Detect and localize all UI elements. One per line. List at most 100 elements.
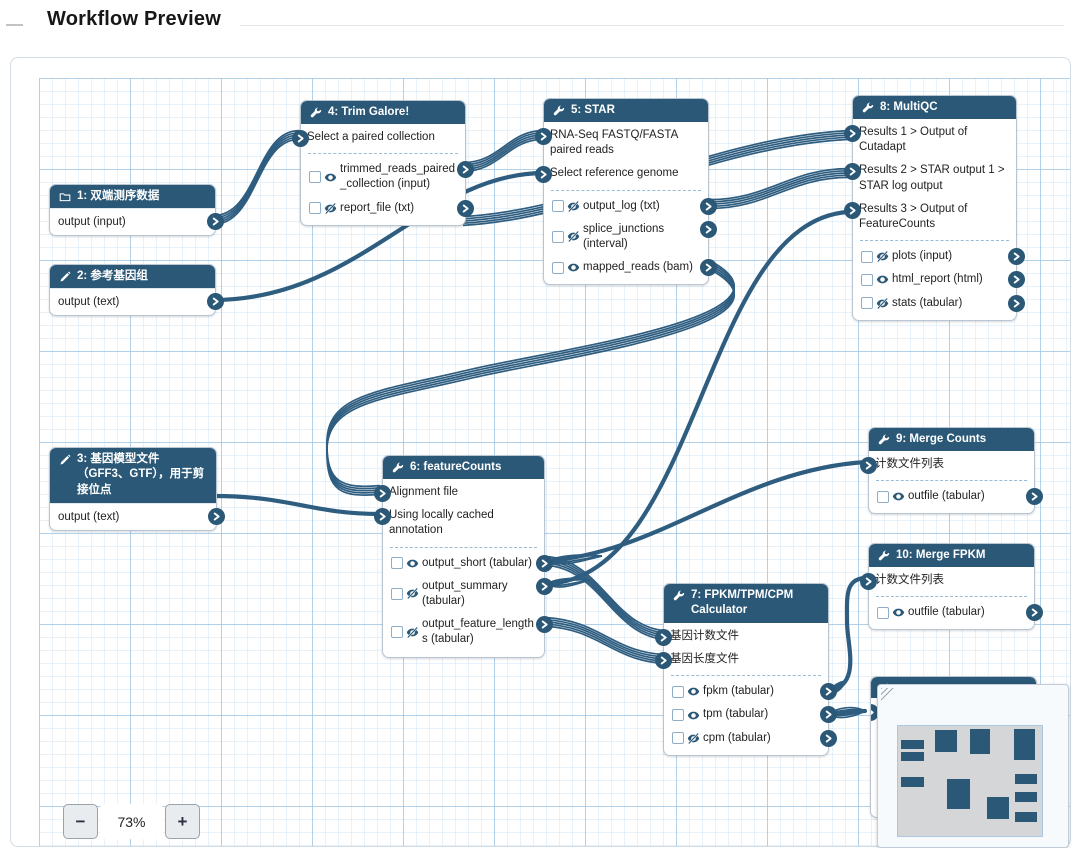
folder-icon [59, 191, 71, 203]
node-header[interactable]: 10: Merge FPKM [869, 544, 1034, 567]
node-header[interactable]: 6: featureCounts [383, 456, 544, 479]
eye-icon [567, 261, 580, 274]
output-checkbox[interactable] [552, 230, 564, 243]
node-input: Select a paired collection [292, 126, 465, 149]
output-connector[interactable] [457, 199, 474, 217]
output-connector[interactable] [700, 259, 717, 277]
output-checkbox[interactable] [861, 273, 873, 286]
input-connector[interactable] [844, 201, 861, 219]
output-checkbox[interactable] [309, 202, 321, 215]
output-checkbox[interactable] [877, 606, 889, 619]
node-input: Results 1 > Output of Cutadapt [844, 121, 1016, 159]
input-connector[interactable] [844, 163, 861, 181]
input-connector[interactable] [292, 129, 309, 147]
output-checkbox[interactable] [877, 490, 889, 503]
output-connector[interactable] [208, 507, 225, 525]
input-connector[interactable] [871, 704, 879, 721]
input-connector[interactable] [860, 572, 877, 590]
output-checkbox[interactable] [672, 685, 684, 698]
input-connector[interactable] [535, 166, 552, 184]
node-header[interactable]: 8: MultiQC [853, 96, 1016, 119]
output-checkbox[interactable] [552, 261, 564, 274]
output-connector[interactable] [207, 212, 224, 230]
input-connector[interactable] [844, 124, 861, 142]
node-output: splice_junctions (interval) [544, 218, 717, 256]
node-input: Select reference genome [535, 162, 708, 185]
output-connector[interactable] [1008, 294, 1025, 312]
input-connector[interactable] [374, 484, 391, 502]
node-1-paired-data[interactable]: 1: 双端测序数据 output (input) [49, 184, 224, 236]
input-connector[interactable] [860, 456, 877, 474]
node-2-reference-genome[interactable]: 2: 参考基因组 output (text) [49, 264, 224, 316]
node-input: 基因计数文件 [655, 625, 828, 648]
input-connector[interactable] [374, 508, 391, 526]
node-header[interactable]: 3: 基因模型文件（GFF3、GTF），用于剪接位点 [50, 448, 216, 503]
eye-icon [876, 273, 889, 286]
output-connector[interactable] [1026, 604, 1043, 622]
output-checkbox[interactable] [391, 626, 403, 639]
node-header[interactable]: 9: Merge Counts [869, 428, 1034, 451]
output-connector[interactable] [700, 197, 717, 215]
eye-icon [892, 490, 905, 503]
zoom-controls: − 73% + [63, 804, 200, 839]
minimap-node [901, 740, 924, 749]
node-header[interactable]: 2: 参考基因组 [50, 265, 215, 288]
output-checkbox[interactable] [552, 200, 564, 213]
node-output: output_feature_lengths (tabular) [383, 613, 553, 651]
resize-handle-icon[interactable] [881, 688, 894, 701]
minimap[interactable] [877, 684, 1069, 848]
output-connector[interactable] [700, 220, 717, 238]
node-title: 4: Trim Galore! [328, 105, 410, 118]
output-connector[interactable] [1008, 271, 1025, 289]
output-checkbox[interactable] [861, 297, 873, 310]
node-10-merge-fpkm[interactable]: 10: Merge FPKM 计数文件列表 outfile (tabular) [860, 543, 1043, 631]
output-connector[interactable] [536, 554, 553, 572]
node-output: output_log (txt) [544, 195, 717, 218]
minimap-node [1015, 812, 1037, 822]
node-7-fpkm-calculator[interactable]: 7: FPKM/TPM/CPM Calculator 基因计数文件 基因长度文件… [655, 583, 837, 756]
output-connector[interactable] [536, 577, 553, 595]
minimap-node [1014, 729, 1035, 760]
node-6-featurecounts[interactable]: 6: featureCounts Alignment file Using lo… [374, 455, 553, 658]
zoom-out-button[interactable]: − [63, 804, 98, 839]
output-connector[interactable] [820, 729, 837, 747]
node-header[interactable]: 5: STAR [544, 99, 708, 122]
output-connector[interactable] [207, 292, 224, 310]
node-output: fpkm (tabular) [664, 680, 837, 703]
node-output: output (text) [50, 502, 225, 530]
output-connector[interactable] [536, 616, 553, 634]
output-checkbox[interactable] [672, 709, 684, 722]
node-input: 基因长度文件 [655, 648, 828, 671]
output-checkbox[interactable] [309, 171, 321, 184]
eye-slash-icon [567, 200, 580, 213]
node-header[interactable]: 7: FPKM/TPM/CPM Calculator [664, 584, 828, 623]
input-connector[interactable] [655, 628, 672, 646]
input-connector[interactable] [535, 127, 552, 145]
node-header[interactable]: 4: Trim Galore! [301, 101, 465, 124]
page-title: Workflow Preview [47, 8, 221, 30]
wrench-icon [310, 107, 322, 119]
output-checkbox[interactable] [391, 557, 403, 570]
zoom-in-button[interactable]: + [165, 804, 200, 839]
node-title: 8: MultiQC [880, 100, 938, 113]
output-connector[interactable] [1008, 248, 1025, 266]
output-checkbox[interactable] [391, 587, 403, 600]
node-4-trim-galore[interactable]: 4: Trim Galore! Select a paired collecti… [292, 100, 474, 226]
node-9-merge-counts[interactable]: 9: Merge Counts 计数文件列表 outfile (tabular) [860, 427, 1043, 515]
eye-slash-icon [406, 626, 419, 639]
node-3-gene-model-file[interactable]: 3: 基因模型文件（GFF3、GTF），用于剪接位点 output (text) [49, 447, 225, 531]
wrench-icon [862, 102, 874, 114]
output-connector[interactable] [457, 161, 474, 179]
node-title: 10: Merge FPKM [896, 548, 986, 561]
divider [390, 546, 537, 548]
node-input [871, 700, 1036, 721]
input-connector[interactable] [655, 652, 672, 670]
node-header[interactable]: 1: 双端测序数据 [50, 185, 215, 208]
eye-slash-icon [876, 250, 889, 263]
node-8-multiqc[interactable]: 8: MultiQC Results 1 > Output of Cutadap… [844, 95, 1025, 321]
eye-slash-icon [324, 202, 337, 215]
output-checkbox[interactable] [861, 250, 873, 263]
output-checkbox[interactable] [672, 732, 684, 745]
node-5-star[interactable]: 5: STAR RNA-Seq FASTQ/FASTA paired reads… [535, 98, 717, 286]
output-connector[interactable] [1026, 488, 1043, 506]
